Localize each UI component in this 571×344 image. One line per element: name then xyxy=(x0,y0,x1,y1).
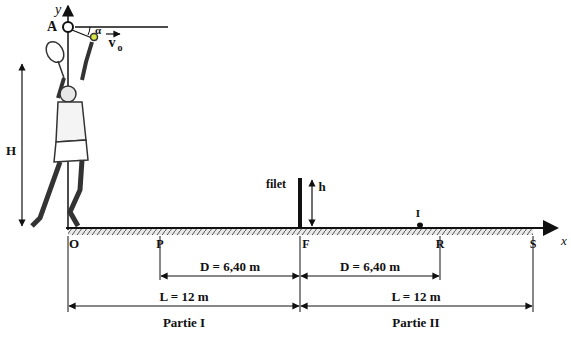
reference-lines xyxy=(68,236,533,312)
point-a xyxy=(63,22,73,32)
part-name: Partie II xyxy=(392,316,439,329)
angle-arc xyxy=(88,27,90,35)
dimension-label: D = 6,40 m xyxy=(340,260,400,273)
net-height-arrow xyxy=(311,180,312,226)
dimension-label: L = 12 m xyxy=(392,290,441,303)
dimension-label: D = 6,40 m xyxy=(200,260,260,273)
dimension-label: L = 12 m xyxy=(160,290,209,303)
net xyxy=(298,178,302,228)
point-name: S xyxy=(530,238,537,250)
tennis-player xyxy=(32,34,98,227)
point-name: R xyxy=(436,238,445,250)
x-axis xyxy=(66,227,557,229)
net-label: filet xyxy=(266,178,286,190)
ground-hatch xyxy=(68,228,533,235)
point-name: A xyxy=(47,20,57,34)
axis-name: x xyxy=(561,234,567,247)
horizontal-line xyxy=(75,26,168,27)
height-arrow xyxy=(21,64,22,226)
dimension-label: h xyxy=(318,180,325,193)
point-name: I xyxy=(416,208,420,219)
part-name: Partie I xyxy=(163,316,205,329)
point-name: F xyxy=(302,238,309,250)
dimension-arrows xyxy=(69,276,532,306)
point-name: P xyxy=(156,238,163,250)
axis-name: y xyxy=(55,3,61,17)
vector-arrow xyxy=(106,33,120,34)
point-name: O xyxy=(69,237,79,250)
dimension-label: H xyxy=(6,144,16,157)
vector-symbol: v xyxy=(109,36,116,50)
direction-line xyxy=(72,30,97,40)
vector-subscript: o xyxy=(118,43,123,53)
angle-symbol: α xyxy=(95,25,101,36)
impact-point xyxy=(417,223,423,228)
